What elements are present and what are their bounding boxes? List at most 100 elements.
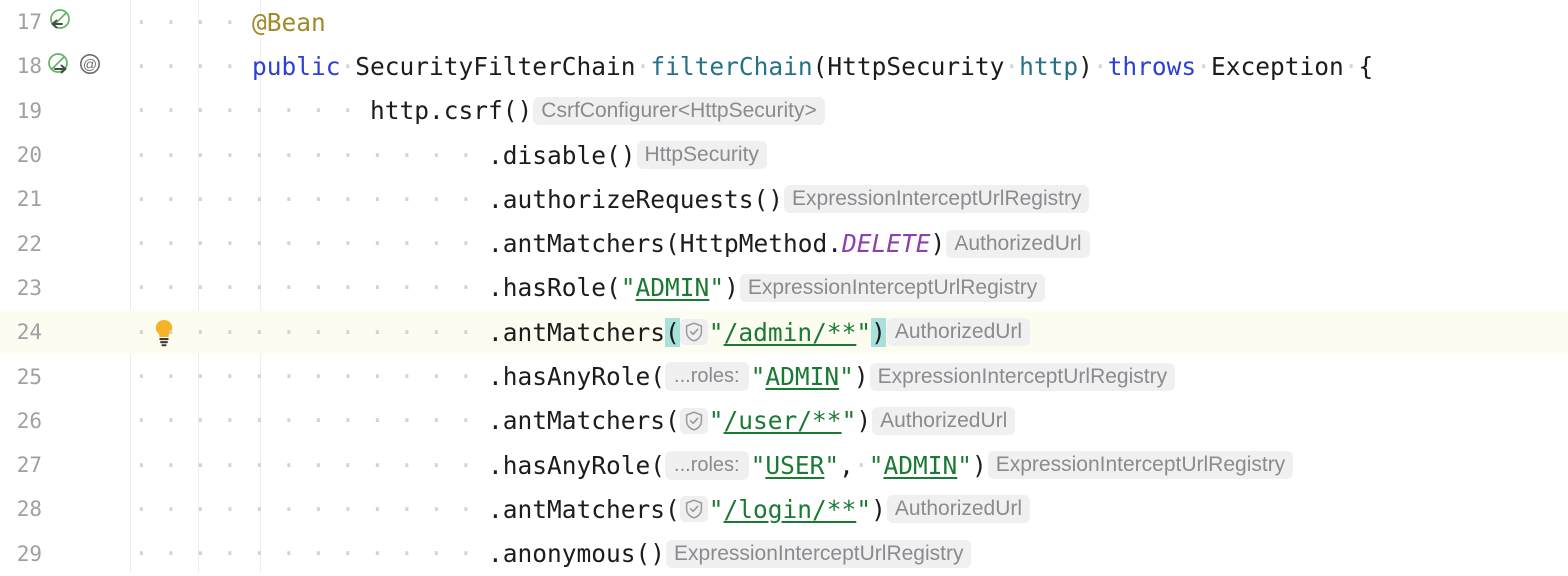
- code-line-21[interactable]: 21 · · · · · · · · · · · · .authorizeRequ…: [0, 177, 1568, 221]
- token-text: {: [1358, 51, 1374, 81]
- inlay-type-hint[interactable]: ExpressionInterceptUrlRegistry: [987, 451, 1294, 480]
- line-code[interactable]: · · · · public·SecurityFilterChain·filte…: [131, 44, 1568, 88]
- line-code[interactable]: · · · · · · · · · · · · .anonymous()Expr…: [131, 532, 1568, 576]
- inlay-type-hint[interactable]: HttpSecurity: [636, 141, 767, 170]
- line-gutter[interactable]: 21: [0, 177, 130, 221]
- indent-whitespace: · · · · · · · · · · · ·: [134, 539, 489, 569]
- token-text: .antMatchers: [488, 317, 666, 347]
- token-static-field: DELETE: [842, 229, 931, 259]
- bean-navigate-left-icon[interactable]: [46, 7, 72, 37]
- line-gutter[interactable]: 23: [0, 266, 130, 310]
- token-string[interactable]: "/login/**": [708, 494, 872, 524]
- inlay-type-hint[interactable]: ExpressionInterceptUrlRegistry: [666, 539, 972, 568]
- inlay-type-hint[interactable]: ExpressionInterceptUrlRegistry: [784, 185, 1090, 214]
- line-gutter[interactable]: 26: [0, 399, 130, 443]
- svg-text:@: @: [83, 56, 97, 72]
- indent-whitespace: · · · ·: [134, 7, 253, 37]
- token-text: .antMatchers(HttpMethod.: [488, 229, 843, 259]
- gutter-separator: [130, 0, 131, 572]
- line-code[interactable]: · · · · · · · · · · · · .antMatchers("/u…: [131, 399, 1568, 443]
- line-code[interactable]: · · · · · · · · http.csrf()CsrfConfigure…: [131, 89, 1568, 133]
- inlay-type-hint[interactable]: ExpressionInterceptUrlRegistry: [739, 273, 1046, 302]
- code-line-17[interactable]: 17 · · · · @Bean: [0, 0, 1568, 44]
- line-code[interactable]: · · · · · · · · · · · · .authorizeReques…: [131, 177, 1568, 221]
- code-line-27[interactable]: 27 · · · · · · · · · · · · .hasAnyRole(..…: [0, 443, 1568, 487]
- indent-whitespace: · · · · · · · · · · · ·: [134, 450, 489, 480]
- code-line-18[interactable]: 18 @ · · · · public·SecurityFilterChain·fi…: [0, 44, 1568, 88]
- line-background: [0, 310, 1568, 355]
- indent-whitespace: · · · · · · · · · · · ·: [134, 494, 489, 524]
- token-text: ): [724, 273, 739, 303]
- line-gutter[interactable]: 29: [0, 532, 130, 576]
- token-string[interactable]: "/admin/**": [708, 317, 872, 347]
- indent-whitespace: · · · · · · · · · · · ·: [134, 406, 489, 436]
- line-gutter[interactable]: 22: [0, 222, 130, 266]
- token-text: Exception: [1210, 51, 1344, 81]
- matched-bracket: ): [871, 317, 886, 347]
- line-gutter[interactable]: 24: [0, 310, 130, 354]
- line-gutter[interactable]: 27: [0, 443, 130, 487]
- code-line-19[interactable]: 19· · · · · · · · http.csrf()CsrfConfigu…: [0, 89, 1568, 133]
- code-line-25[interactable]: 25· · · · · · · · · · · · .hasAnyRole(..…: [0, 354, 1568, 398]
- gutter-icons[interactable]: [46, 0, 72, 44]
- code-line-26[interactable]: 26· · · · · · · · · · · · .antMatchers("…: [0, 399, 1568, 443]
- shield-check-icon[interactable]: [679, 496, 708, 523]
- intention-bulb-icon[interactable]: [151, 310, 177, 354]
- token-text: ): [1078, 51, 1093, 81]
- line-number: 18: [16, 54, 42, 79]
- token-string[interactable]: "ADMIN": [868, 450, 972, 480]
- token-string[interactable]: "ADMIN": [620, 273, 725, 303]
- token-text: (HttpSecurity: [812, 51, 1005, 81]
- line-gutter[interactable]: 19: [0, 89, 130, 133]
- inlay-type-hint[interactable]: ExpressionInterceptUrlRegistry: [869, 362, 1176, 391]
- indent-guide-2: [260, 0, 261, 572]
- line-gutter[interactable]: 17: [0, 0, 130, 44]
- line-code[interactable]: · · · · · · · · · · · · .disable()HttpSe…: [131, 133, 1568, 177]
- line-number: 27: [16, 453, 42, 478]
- line-number: 29: [16, 541, 42, 566]
- line-gutter[interactable]: 25: [0, 354, 130, 398]
- gutter-icons[interactable]: @: [46, 44, 102, 88]
- line-gutter[interactable]: 20: [0, 133, 130, 177]
- indent-whitespace: · · · · · · · · · · · ·: [134, 184, 489, 214]
- inlay-type-hint[interactable]: AuthorizedUrl: [946, 229, 1090, 258]
- token-text: SecurityFilterChain: [355, 51, 636, 81]
- code-line-24[interactable]: 24· · · · · · · · · · · · .antMatchers("…: [0, 310, 1568, 355]
- line-code[interactable]: · · · · · · · · · · · · .hasAnyRole(...r…: [131, 354, 1568, 398]
- line-code[interactable]: · · · · · · · · · · · · .hasRole("ADMIN"…: [131, 266, 1568, 310]
- line-number: 28: [16, 497, 42, 522]
- token-parameter: http: [1019, 51, 1079, 81]
- token-string[interactable]: "USER": [750, 450, 840, 480]
- line-code[interactable]: · · · · · · · · · · · · .antMatchers( "/l…: [131, 487, 1568, 531]
- indent-whitespace: · · · ·: [134, 51, 253, 81]
- line-code[interactable]: · · · · @Bean: [131, 0, 1568, 44]
- whitespace-dot: ·: [853, 450, 869, 480]
- bean-navigate-right-icon[interactable]: [46, 51, 72, 81]
- code-line-28[interactable]: 28 · · · · · · · · · · · · .antMatchers( "…: [0, 487, 1568, 531]
- inlay-type-hint[interactable]: AuthorizedUrl: [872, 406, 1016, 435]
- line-gutter[interactable]: 18 @: [0, 44, 130, 88]
- inlay-type-hint[interactable]: AuthorizedUrl: [886, 495, 1031, 524]
- inlay-type-hint[interactable]: AuthorizedUrl: [886, 318, 1031, 347]
- line-number: 21: [16, 187, 42, 212]
- code-line-29[interactable]: 29 · · · · · · · · · · · · .anonymous()Ex…: [0, 532, 1568, 576]
- code-line-22[interactable]: 22· · · · · · · · · · · · .antMatchers(H…: [0, 222, 1568, 266]
- line-code[interactable]: · · · · · · · · · · · · .antMatchers(Htt…: [131, 222, 1568, 266]
- annotation-at-icon[interactable]: @: [78, 52, 102, 80]
- token-text: .antMatchers(: [488, 494, 680, 524]
- inlay-parameter-hint[interactable]: ...roles:: [665, 362, 749, 392]
- token-string[interactable]: "/user/**": [708, 406, 857, 436]
- line-number: 17: [16, 10, 42, 35]
- line-code[interactable]: · · · · · · · · · · · · .hasAnyRole(...r…: [131, 443, 1568, 487]
- inlay-type-hint[interactable]: CsrfConfigurer<HttpSecurity>: [533, 96, 825, 125]
- shield-check-icon[interactable]: [679, 407, 708, 434]
- line-number: 20: [16, 143, 42, 168]
- shield-check-icon[interactable]: [679, 319, 708, 346]
- token-string[interactable]: "ADMIN": [750, 362, 854, 392]
- line-code[interactable]: · · · · · · · · · · · · .antMatchers("/a…: [131, 310, 1568, 354]
- code-line-23[interactable]: 23· · · · · · · · · · · · .hasRole("ADMI…: [0, 266, 1568, 310]
- inlay-parameter-hint[interactable]: ...roles:: [665, 450, 749, 480]
- line-gutter[interactable]: 28: [0, 487, 130, 531]
- code-line-20[interactable]: 20 · · · · · · · · · · · · .disable()Http…: [0, 133, 1568, 177]
